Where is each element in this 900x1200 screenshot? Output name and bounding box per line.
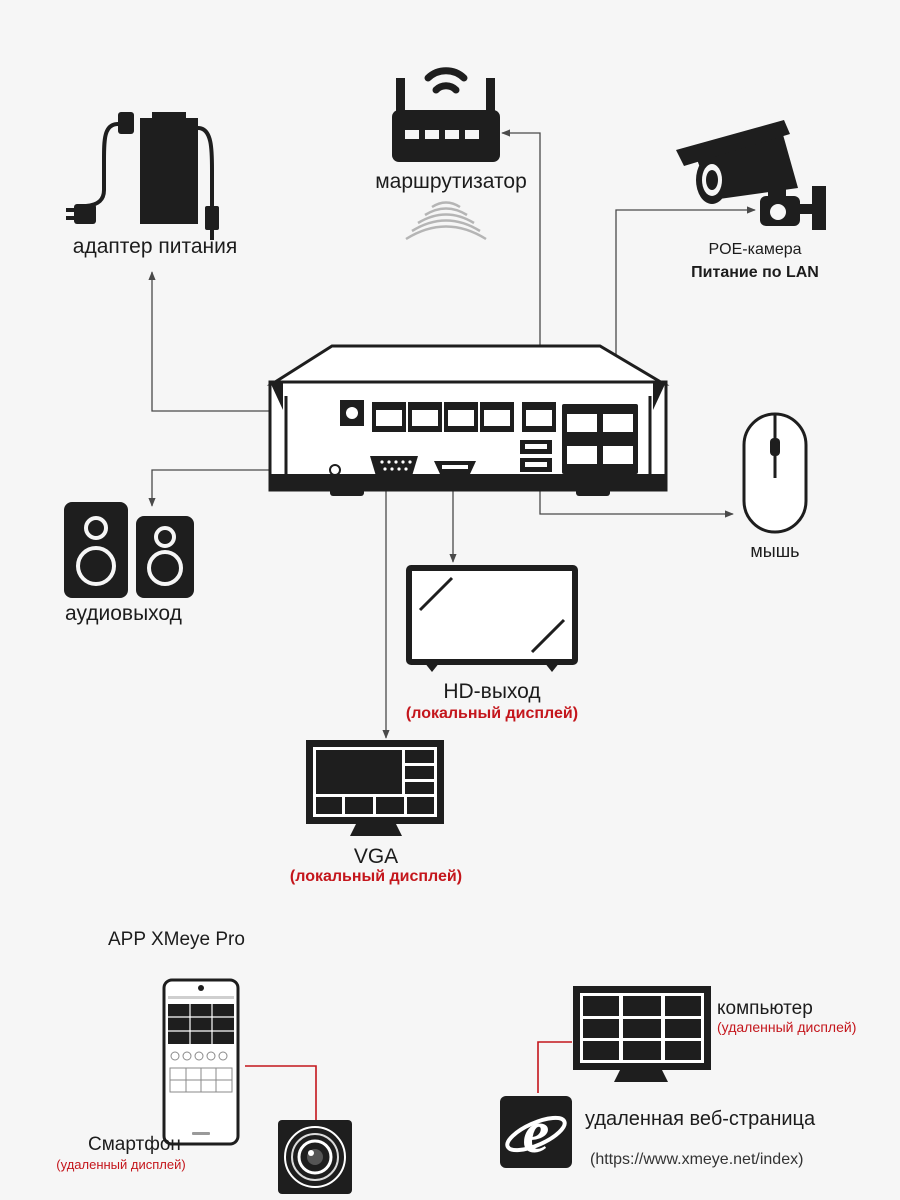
power-adapter-icon <box>66 112 219 240</box>
monitor-icon <box>306 740 444 836</box>
label-computer: компьютер <box>717 998 813 1019</box>
label-web-page: удаленная веб-страница <box>585 1108 816 1130</box>
nvr-device-icon <box>266 344 670 496</box>
label-mouse: мышь <box>750 541 800 561</box>
label-hd-out: HD-выход <box>443 680 541 703</box>
label-vga-sub: (локальный дисплей) <box>289 868 463 885</box>
router-icon <box>392 67 500 162</box>
label-poe-camera: POE-камера <box>708 241 802 258</box>
label-computer-sub: (удаленный дисплей) <box>717 1019 857 1035</box>
label-vga: VGA <box>353 845 399 868</box>
label-power-adapter: адаптер питания <box>72 235 238 258</box>
remote-links <box>245 1041 572 1125</box>
label-hd-out-sub: (локальный дисплей) <box>405 705 579 722</box>
wifi-icon <box>405 201 487 241</box>
camera-lens-icon <box>278 1120 352 1194</box>
computer-monitor-icon <box>573 986 711 1082</box>
line-router <box>501 129 541 412</box>
remote-link-web <box>537 1041 572 1093</box>
browser-icon: e <box>500 1096 572 1168</box>
speakers-icon <box>64 502 194 598</box>
label-audio-out: аудиовыход <box>65 602 182 625</box>
label-web-url: (https://www.xmeye.net/index) <box>590 1151 804 1168</box>
label-app: APP XMeye Pro <box>108 929 245 950</box>
label-smartphone: Смартфон <box>88 1134 181 1155</box>
label-router: маршрутизатор <box>375 170 527 193</box>
cctv-camera-icon <box>676 120 826 230</box>
remote-link-phone <box>245 1065 317 1125</box>
svg-text:e: e <box>523 1099 550 1165</box>
tv-icon <box>406 565 578 672</box>
smartphone-icon <box>162 978 240 1146</box>
mouse-icon <box>742 412 808 534</box>
line-camera <box>615 206 756 412</box>
label-smartphone-sub: (удаленный дисплей) <box>56 1157 186 1172</box>
label-poe-camera-sub: Питание по LAN <box>691 264 819 281</box>
